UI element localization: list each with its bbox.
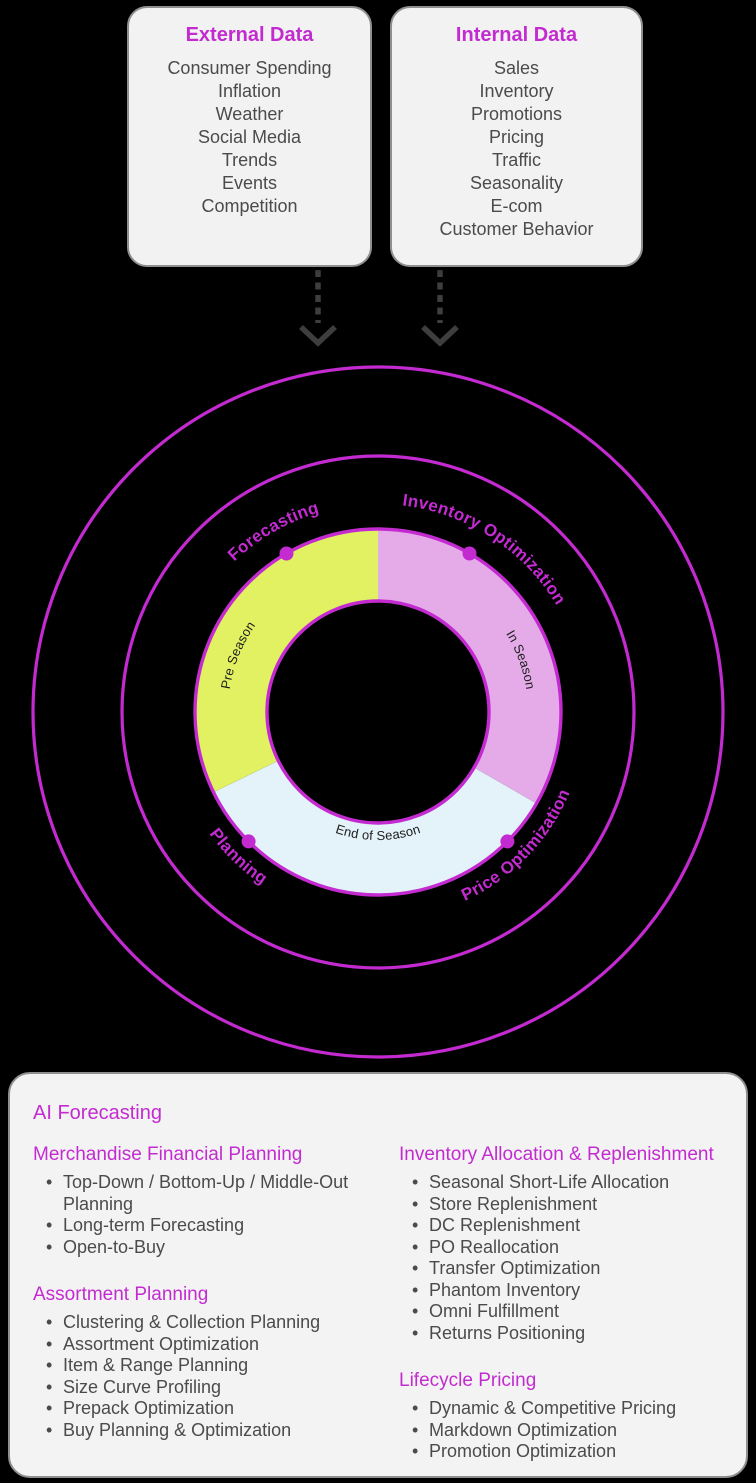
internal-data-down-arrow-icon <box>421 270 459 347</box>
list-item: Item & Range Planning <box>33 1355 391 1377</box>
list-item: Assortment Optimization <box>33 1334 391 1356</box>
internal-data-card: Internal Data Sales Inventory Promotions… <box>390 6 643 267</box>
list-item: Trends <box>221 150 278 170</box>
section-list: Seasonal Short-Life Allocation Store Rep… <box>399 1172 747 1344</box>
list-item: Inventory <box>479 81 554 101</box>
list-item: Top-Down / Bottom-Up / Middle-Out Planni… <box>33 1172 391 1215</box>
section-assortment-planning: Assortment Planning Clustering & Collect… <box>33 1284 391 1441</box>
stage-label-end-of-season: End of Season <box>334 821 422 843</box>
section-title: Merchandise Financial Planning <box>33 1144 303 1165</box>
list-item: Pricing <box>488 127 545 147</box>
list-item: Events <box>221 173 278 193</box>
section-title: Inventory Allocation & Replenishment <box>399 1144 714 1165</box>
list-item: Long-term Forecasting <box>33 1215 391 1237</box>
list-item: Consumer Spending <box>167 58 332 78</box>
internal-data-title: Internal Data <box>455 24 578 46</box>
list-item: Competition <box>201 196 298 216</box>
section-lifecycle-pricing: Lifecycle Pricing Dynamic & Competitive … <box>399 1370 747 1463</box>
list-item: Weather <box>215 104 284 124</box>
list-item: Open-to-Buy <box>33 1237 391 1259</box>
list-item: Promotion Optimization <box>399 1441 747 1463</box>
section-inventory-allocation-replenishment: Inventory Allocation & Replenishment Sea… <box>399 1144 747 1344</box>
price-optimization-dot-icon <box>500 834 515 849</box>
list-item: Seasonality <box>469 173 564 193</box>
list-item: Store Replenishment <box>399 1194 747 1216</box>
segment-end-of-season <box>213 760 537 896</box>
flow-arrows <box>299 270 459 347</box>
list-item: Clustering & Collection Planning <box>33 1312 391 1334</box>
panel-title: AI Forecasting <box>33 1102 162 1124</box>
external-data-list: Consumer Spending Inflation Weather Soci… <box>129 57 370 218</box>
list-item: Promotions <box>470 104 563 124</box>
list-item: Size Curve Profiling <box>33 1377 391 1399</box>
middle-ring <box>120 454 636 970</box>
section-list: Dynamic & Competitive Pricing Markdown O… <box>399 1398 747 1463</box>
list-item: PO Reallocation <box>399 1237 747 1259</box>
donut-inner-edge <box>265 599 491 825</box>
internal-data-list: Sales Inventory Promotions Pricing Traff… <box>392 57 641 241</box>
list-item: Sales <box>493 58 540 78</box>
segment-in-season <box>378 529 562 804</box>
list-item: Seasonal Short-Life Allocation <box>399 1172 747 1194</box>
section-title: Assortment Planning <box>33 1284 209 1305</box>
list-item: Buy Planning & Optimization <box>33 1420 391 1442</box>
list-item: Social Media <box>197 127 302 147</box>
list-item: Transfer Optimization <box>399 1258 747 1280</box>
section-list: Clustering & Collection Planning Assortm… <box>33 1312 391 1441</box>
list-item: Returns Positioning <box>399 1323 747 1345</box>
list-item: DC Replenishment <box>399 1215 747 1237</box>
list-item: Inflation <box>217 81 282 101</box>
list-item: Phantom Inventory <box>399 1280 747 1302</box>
list-item: Markdown Optimization <box>399 1420 747 1442</box>
external-data-title: External Data <box>185 24 314 46</box>
season-donut <box>194 528 562 896</box>
list-item: Omni Fulfillment <box>399 1301 747 1323</box>
outer-ring <box>31 365 725 1059</box>
section-list: Top-Down / Bottom-Up / Middle-Out Planni… <box>33 1172 391 1258</box>
segment-pre-season <box>194 528 378 793</box>
planning-dot-icon <box>241 834 256 849</box>
donut-outer-edge <box>193 527 563 897</box>
list-item: Traffic <box>491 150 541 170</box>
list-item: E-com <box>490 196 543 216</box>
forecasting-dot-icon <box>279 546 294 561</box>
section-merchandise-financial-planning: Merchandise Financial Planning Top-Down … <box>33 1144 391 1258</box>
ai-forecasting-panel: AI Forecasting Merchandise Financial Pla… <box>8 1072 748 1478</box>
label-anchor-dots <box>241 546 515 849</box>
panel-right-column: Inventory Allocation & Replenishment Sea… <box>399 1144 747 1463</box>
panel-left-column: Merchandise Financial Planning Top-Down … <box>33 1144 391 1441</box>
inventory-optimization-dot-icon <box>462 546 477 561</box>
external-data-card: External Data Consumer Spending Inflatio… <box>127 6 372 267</box>
section-title: Lifecycle Pricing <box>399 1370 537 1391</box>
list-item: Prepack Optimization <box>33 1398 391 1420</box>
external-data-down-arrow-icon <box>299 270 337 347</box>
list-item: Dynamic & Competitive Pricing <box>399 1398 747 1420</box>
list-item: Customer Behavior <box>439 219 594 239</box>
